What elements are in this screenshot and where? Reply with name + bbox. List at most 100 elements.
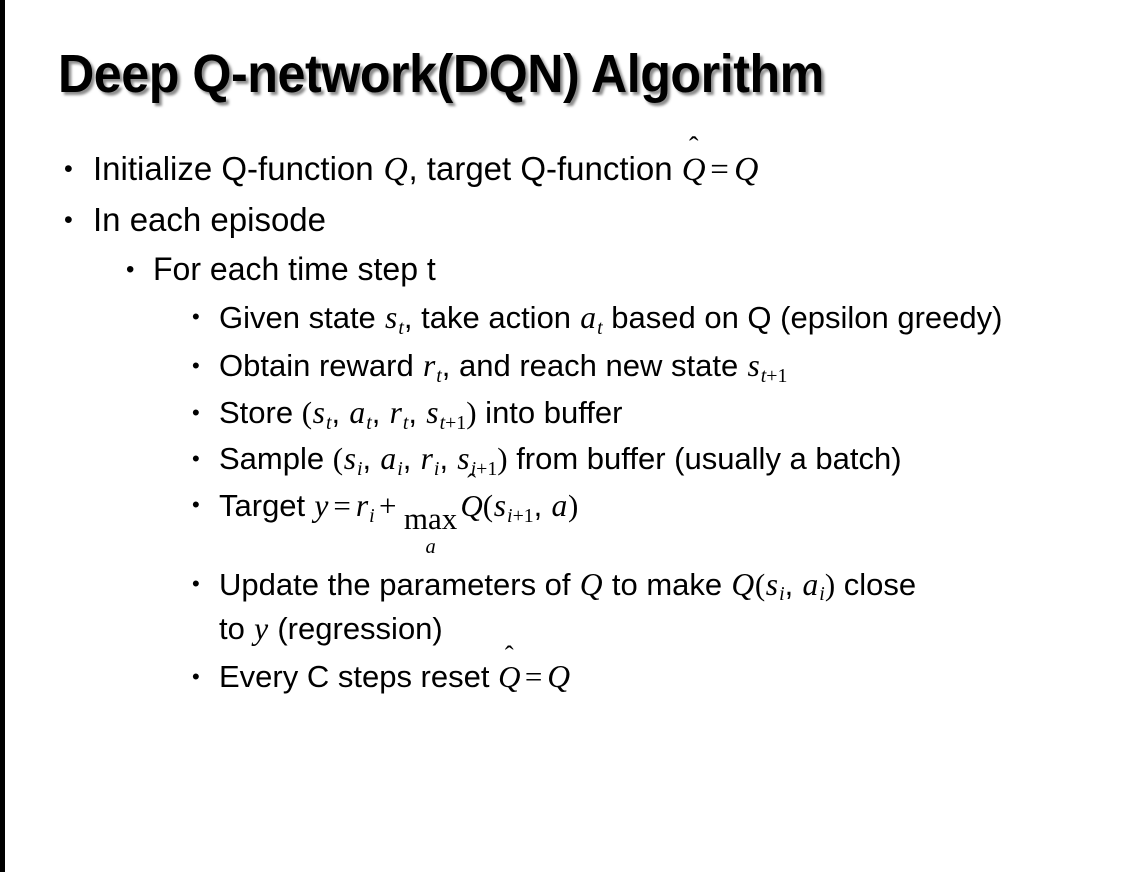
bullet-icon: •: [192, 664, 200, 690]
subscript-var: i: [470, 457, 477, 480]
math-subscript-t-plus-1: t+1: [760, 365, 788, 388]
text-run: based on Q (epsilon greedy): [602, 300, 1003, 336]
text-run: Every C steps reset: [219, 659, 499, 695]
page-title: Deep Q-network(DQN) Algorithm: [58, 44, 824, 104]
math-subscript-i: i: [819, 583, 825, 606]
math-var-base: Q: [498, 659, 521, 695]
math-subscript-i-plus-1: i+1: [470, 457, 498, 480]
math-subscript-t-plus-1: t+1: [439, 411, 467, 434]
math-paren-open: (: [301, 394, 313, 430]
math-var-base: Q: [460, 488, 483, 524]
math-paren-open: (: [754, 566, 766, 602]
text-run: ,: [371, 394, 389, 430]
math-operator-equals: =: [710, 152, 729, 188]
math-paren-close: ): [466, 394, 477, 430]
text-run: Store: [219, 394, 302, 430]
math-var-q2: Q: [731, 566, 755, 602]
bullet-icon: •: [192, 304, 200, 330]
math-var-s-next: s: [457, 441, 470, 477]
math-subscript-t: t: [366, 411, 372, 434]
math-var-a: a: [380, 441, 397, 477]
text-run: Target: [219, 488, 314, 524]
subscript-offset: +1: [445, 411, 467, 434]
list-item-text: Update the parameters of Q to make Q(si,…: [219, 563, 1096, 653]
math-subscript-i: i: [433, 457, 440, 480]
list-item-initialize: • Initialize Q-function Q, target Q-func…: [0, 148, 1124, 192]
text-run: ,: [331, 394, 349, 430]
math-var-r: r: [389, 394, 402, 430]
bullet-icon: •: [64, 155, 73, 183]
math-var-a: a: [580, 300, 597, 336]
text-run: Initialize Q-function: [93, 150, 383, 187]
list-item-store-into-buffer: • Store (st, at, rt, st+1) into buffer: [0, 392, 1124, 434]
list-item-text: Initialize Q-function Q, target Q-functi…: [93, 148, 1124, 192]
list-item-for-each-time-step: • For each time step t: [0, 249, 1124, 291]
text-run: Update the parameters of: [219, 566, 580, 602]
math-var-s-next: s: [426, 394, 439, 430]
list-item-text: In each episode: [93, 200, 327, 238]
list-item-target-equation: • Target y=ri+maxâQ(si+1, a): [0, 484, 1124, 558]
text-run: Sample: [219, 441, 333, 477]
math-subscript-t: t: [597, 317, 603, 340]
list-item-text: Obtain reward rt, and reach new state st…: [219, 345, 1096, 387]
math-subscript-t: t: [398, 317, 404, 340]
math-subscript-t: t: [402, 411, 409, 434]
math-var-y: y: [314, 488, 329, 524]
text-run: , take action: [403, 300, 580, 336]
text-run: ,: [402, 441, 420, 477]
math-var-q-hat: ̂Q: [460, 484, 482, 528]
math-var-a: a: [349, 394, 366, 430]
math-var-q2: Q: [734, 151, 759, 188]
text-run: close to: [219, 566, 917, 647]
bullet-icon: •: [192, 353, 200, 379]
bullet-icon: •: [192, 570, 200, 596]
math-operator-equals: =: [333, 488, 351, 524]
math-var-q: Q: [383, 151, 408, 188]
text-run: to make: [603, 566, 731, 602]
math-var-y: y: [254, 611, 269, 647]
math-paren-open: (: [482, 488, 494, 524]
math-var-r: r: [355, 488, 369, 524]
list-item-update-parameters: • Update the parameters of Q to make Q(s…: [0, 563, 1124, 653]
math-subscript-t: t: [326, 411, 332, 434]
math-var-s: s: [385, 300, 398, 336]
math-var-q-hat: ̂Q: [498, 656, 520, 698]
text-run: Given state: [219, 300, 385, 336]
subscript-offset: +1: [766, 365, 788, 388]
bullet-icon: •: [192, 492, 200, 518]
math-var-a: a: [551, 488, 568, 524]
bullet-icon: •: [126, 255, 135, 283]
bullet-icon: •: [192, 399, 200, 425]
list-item-given-state: • Given state st, take action at based o…: [0, 296, 1124, 341]
list-item-text: Store (st, at, rt, st+1) into buffer: [219, 392, 1096, 434]
list-item-obtain-reward: • Obtain reward rt, and reach new state …: [0, 345, 1124, 387]
text-run: ,: [439, 441, 457, 477]
list-item-sample-from-buffer: • Sample (si, ai, ri, si+1) from buffer …: [0, 438, 1124, 480]
math-subscript-t: t: [436, 365, 442, 388]
math-subscript-i: i: [369, 505, 375, 528]
math-subscript-i: i: [397, 457, 403, 480]
math-var-r: r: [422, 348, 436, 384]
math-operator-equals: =: [524, 659, 543, 695]
text-run: ,: [784, 566, 802, 602]
text-run: ,: [533, 488, 551, 524]
math-var-r: r: [420, 441, 433, 477]
subscript-var: t: [439, 411, 446, 434]
math-var-s: s: [343, 441, 356, 477]
math-var-s: s: [312, 394, 325, 430]
list-item-in-each-episode: • In each episode: [0, 199, 1124, 242]
math-paren-close: ): [497, 441, 508, 477]
text-run: Obtain reward: [219, 348, 423, 384]
max-label: max: [403, 501, 458, 537]
text-run: into buffer: [476, 394, 623, 430]
math-var-base: Q: [681, 152, 706, 188]
math-var-q: Q: [547, 659, 571, 695]
subscript-var: i: [507, 505, 513, 528]
math-var-q: Q: [579, 566, 603, 602]
max-limit-variable: a: [425, 535, 436, 558]
math-var-s: s: [747, 348, 760, 384]
subscript-offset: +1: [476, 457, 498, 480]
text-run: ,: [408, 394, 426, 430]
